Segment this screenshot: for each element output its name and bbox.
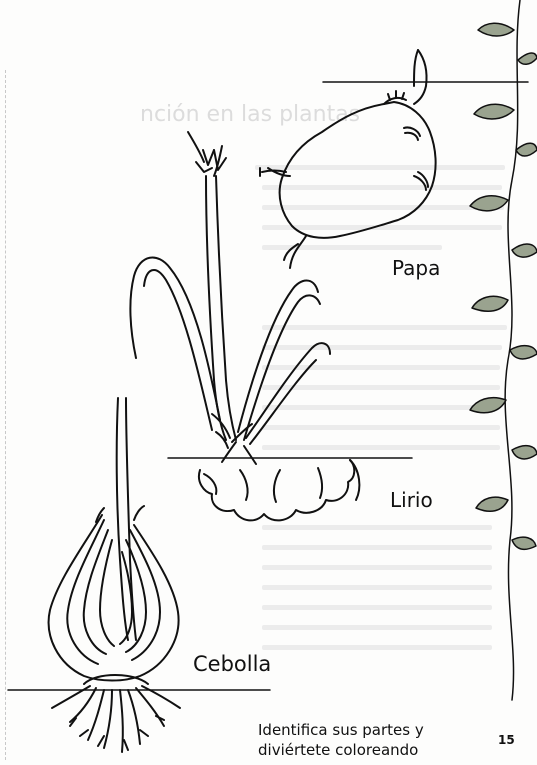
label-lirio: Lirio bbox=[390, 488, 433, 512]
page-number: 15 bbox=[498, 733, 515, 747]
instruction-caption: Identifica sus partes y diviértete color… bbox=[258, 720, 478, 760]
label-cebolla: Cebolla bbox=[193, 652, 271, 676]
lily-drawing bbox=[130, 132, 412, 520]
label-papa: Papa bbox=[392, 256, 440, 280]
onion-drawing bbox=[8, 398, 270, 752]
caption-line-1: Identifica sus partes y bbox=[258, 720, 478, 740]
potato-drawing bbox=[260, 50, 528, 268]
vine-decoration bbox=[470, 0, 537, 700]
caption-line-2: diviértete coloreando bbox=[258, 740, 478, 760]
